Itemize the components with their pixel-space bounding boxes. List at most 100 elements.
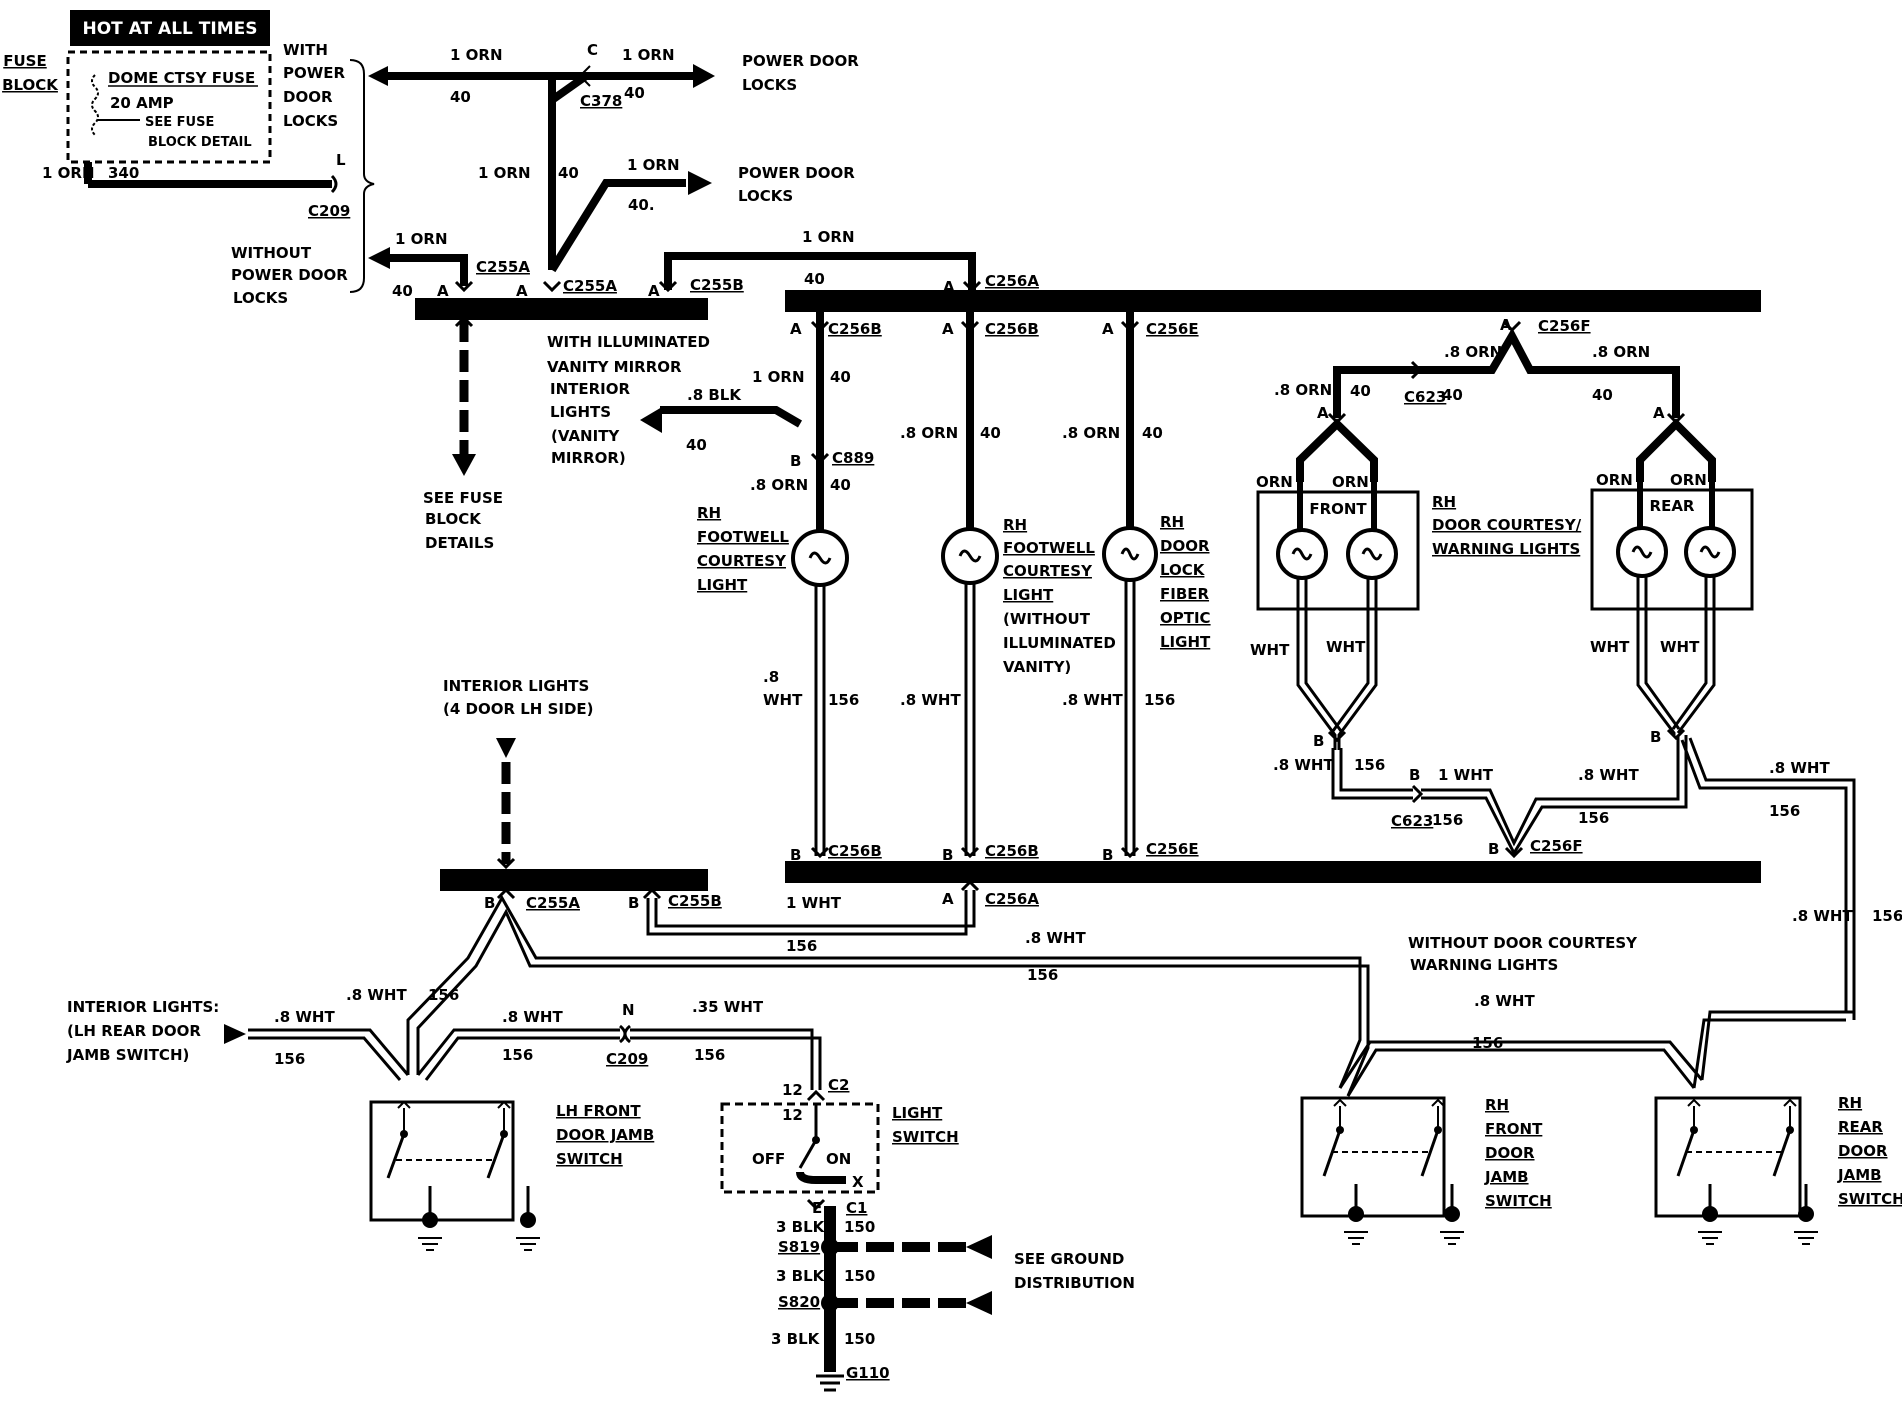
c256f-wire: .8 WHT xyxy=(1578,766,1639,784)
c378-label: C378 xyxy=(580,92,622,110)
with-3: DOOR xyxy=(283,88,333,106)
vanity-num: 40 xyxy=(686,436,707,454)
fuse-wire: 1 ORN xyxy=(42,164,95,182)
fuse-circuit: 340 xyxy=(108,164,139,182)
front-wht-2: WHT xyxy=(1326,638,1366,656)
rear-label: REAR xyxy=(1650,497,1695,515)
g-n2: 150 xyxy=(844,1267,875,1285)
c623-lower-connector-icon xyxy=(1411,784,1424,804)
rear-orn-2: ORN xyxy=(1670,471,1707,489)
right-arrow-icon xyxy=(224,1024,246,1044)
ls-feed-a xyxy=(630,1028,814,1090)
right-arrow-icon xyxy=(693,64,715,88)
rear-a: A xyxy=(1653,404,1665,422)
dc-l2: DOOR COURTESY/ xyxy=(1432,516,1582,534)
dl-l6: LIGHT xyxy=(1160,633,1211,651)
fw2-b: B xyxy=(942,846,953,864)
c256f-a: A xyxy=(1500,316,1512,334)
c209-top-label: C209 xyxy=(308,202,350,220)
front-ret-1a xyxy=(1296,578,1337,750)
vanity-l2: VANITY MIRROR xyxy=(547,358,682,376)
g-n3: 150 xyxy=(844,1330,875,1348)
cf-num-1: 40 xyxy=(1350,382,1371,400)
footwell-1-wire-2: .8 ORN xyxy=(750,476,808,494)
fw2-num: 40 xyxy=(980,424,1001,442)
filament-icon xyxy=(1120,547,1140,561)
dl-ret: .8 WHT xyxy=(1062,691,1123,709)
pdl1-b: LOCKS xyxy=(742,76,797,94)
fuse-see-1: SEE FUSE xyxy=(145,115,214,130)
c209-bottom-label: C209 xyxy=(606,1050,648,1068)
ls-12-a: 12 xyxy=(782,1081,803,1099)
pdl2-b: LOCKS xyxy=(738,187,793,205)
rh-front-door-jamb-switch: RH FRONT DOOR JAMB SWITCH xyxy=(1300,1096,1552,1245)
rh-front-rear-a xyxy=(1346,1048,1696,1097)
c255a-long-a xyxy=(406,894,1362,1089)
without-1: WITHOUT xyxy=(231,244,312,262)
switch-pivot xyxy=(400,1130,408,1138)
ls-feed-b xyxy=(630,1036,822,1090)
pdl1-a: POWER DOOR xyxy=(742,52,859,70)
c209-connector-icon xyxy=(619,1024,631,1044)
pdl2-num: 40. xyxy=(628,196,655,214)
bus-bar-c255-top xyxy=(415,298,708,320)
dl-a: A xyxy=(1102,320,1114,338)
cf-num-2: 40 xyxy=(1442,386,1463,404)
front-b: B xyxy=(1313,732,1324,750)
vanity-l4: LIGHTS xyxy=(550,403,611,421)
front-courtesy-feed xyxy=(1333,366,1420,418)
connector-icon xyxy=(1504,846,1524,859)
c255b-a: A xyxy=(648,282,660,300)
connector-icon xyxy=(454,315,474,328)
rd-2: (LH REAR DOOR xyxy=(67,1022,201,1040)
with-4: LOCKS xyxy=(283,112,338,130)
c255a-label-1: C255A xyxy=(476,258,530,276)
front-b-ret-a xyxy=(1331,748,1413,800)
power-door-locks-section: 1 ORN 40 C C378 1 ORN 40 POWER DOOR LOCK… xyxy=(368,41,1039,300)
connector-icon xyxy=(496,887,516,900)
c255b-num: 40 xyxy=(804,270,825,288)
interior-lights-lh-side: INTERIOR LIGHTS (4 DOOR LH SIDE) xyxy=(443,677,594,870)
rhf-l5: SWITCH xyxy=(1485,1192,1552,1210)
ground-icon xyxy=(516,1237,540,1251)
c255a-bottom-label: C255A xyxy=(526,894,580,912)
rd-in-b xyxy=(248,1036,402,1081)
rr-num: 156 xyxy=(1769,802,1800,820)
c256a-label: C256A xyxy=(985,272,1039,290)
c209-run-b xyxy=(424,1036,620,1081)
connector-icon xyxy=(454,280,474,293)
c255a-b: B xyxy=(484,894,495,912)
c209-run-a xyxy=(416,1028,620,1076)
rear-ret-2b xyxy=(1671,576,1708,730)
filament-icon xyxy=(1291,547,1313,561)
fw1-l4: LIGHT xyxy=(697,576,748,594)
g110-label: G110 xyxy=(846,1364,890,1382)
lhf-l1: LH FRONT xyxy=(556,1102,641,1120)
dl-l1: RH xyxy=(1160,513,1184,531)
c623-wire: 1 WHT xyxy=(1438,766,1494,784)
rear-wht-2: WHT xyxy=(1660,638,1700,656)
s820-arrow-icon xyxy=(966,1291,992,1315)
c256e-label-1: C256E xyxy=(1146,320,1199,338)
lhf-up-wire: .8 WHT xyxy=(346,986,407,1004)
fuse-box xyxy=(66,50,272,164)
dc-l3: WARNING LIGHTS xyxy=(1432,540,1580,558)
fuse-block-label-2: BLOCK xyxy=(2,76,59,94)
fuse-amp: 20 AMP xyxy=(110,94,174,112)
c623-label-1: C623 xyxy=(1404,388,1446,406)
dl-l4: FIBER xyxy=(1160,585,1210,603)
rhr-box xyxy=(1654,1096,1802,1218)
c255b-c256a-loop-a xyxy=(646,890,968,936)
c256b-label-3: C256B xyxy=(985,320,1039,338)
rh-rear-door-jamb-switch: RH REAR DOOR JAMB SWITCH xyxy=(1654,1094,1902,1245)
hot-header-box xyxy=(70,10,270,46)
vanity-l6: MIRROR) xyxy=(551,449,626,467)
rd-in-a xyxy=(248,1028,410,1076)
front-ret-2a xyxy=(1337,578,1378,750)
fw1-l2: FOOTWELL xyxy=(697,528,789,546)
c255b-wire-label: 1 ORN xyxy=(802,228,855,246)
switch-pivot xyxy=(500,1130,508,1138)
left-arrow-icon xyxy=(368,66,388,86)
ls-blade xyxy=(798,1139,818,1169)
vanity-l1: WITH ILLUMINATED xyxy=(547,333,710,351)
